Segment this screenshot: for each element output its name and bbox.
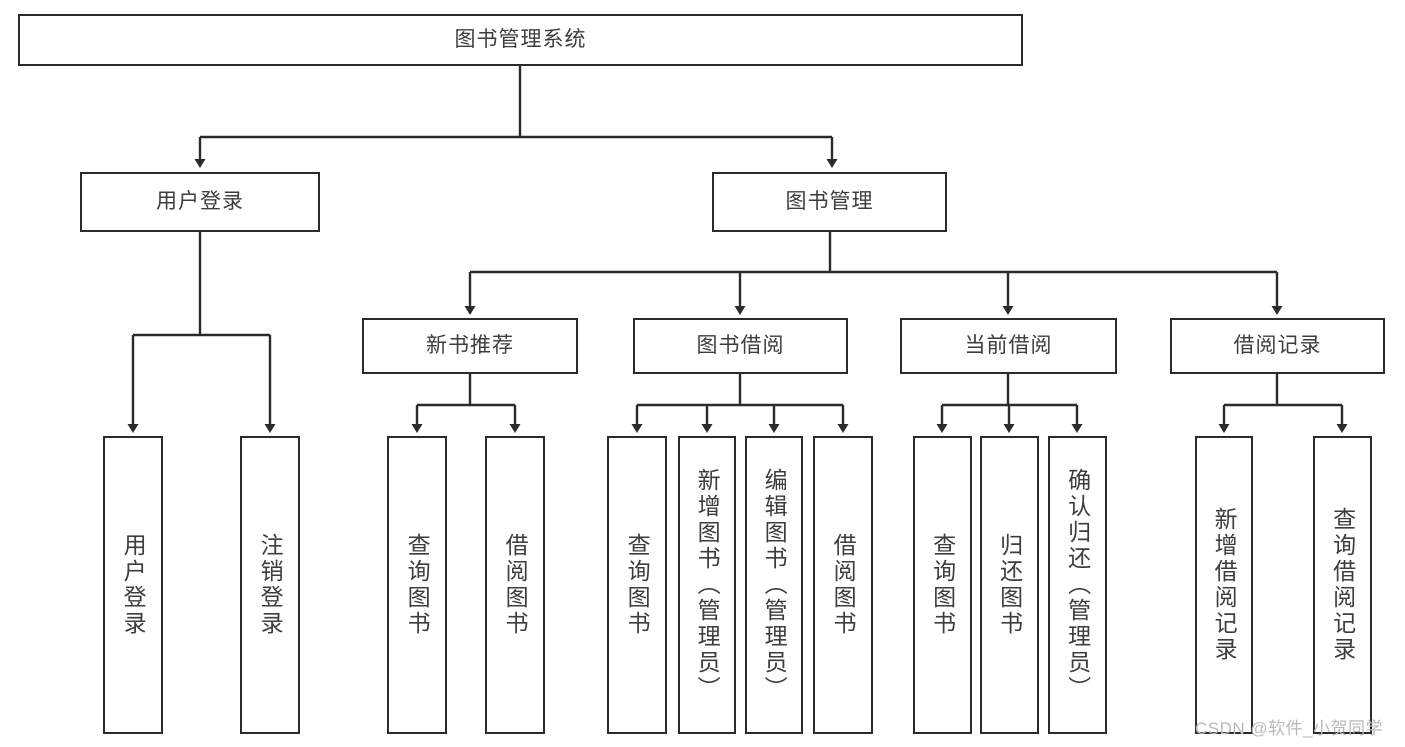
node-label: 图书管理系统: [454, 27, 587, 51]
node-label: 查询图书: [929, 533, 956, 637]
node-label: 用户登录: [156, 189, 244, 213]
node-label: 新书推荐: [426, 333, 514, 357]
node-label: 新增借阅记录: [1211, 507, 1238, 663]
node-label: 新增图书（管理员）: [694, 468, 721, 702]
node-label: 查询图书: [404, 533, 431, 637]
node-label: 确认归还（管理员）: [1064, 468, 1091, 702]
leaf-return-book[interactable]: 归还图书: [980, 436, 1039, 734]
node-label: 编辑图书（管理员）: [761, 468, 788, 702]
node-book-borrow[interactable]: 图书借阅: [633, 318, 848, 374]
node-new-book-recommend[interactable]: 新书推荐: [362, 318, 578, 374]
node-label: 当前借阅: [964, 333, 1053, 357]
node-label: 图书借阅: [696, 333, 785, 357]
node-label: 用户登录: [120, 533, 147, 637]
node-label: 查询借阅记录: [1329, 507, 1356, 663]
node-root[interactable]: 图书管理系统: [18, 14, 1023, 66]
node-label: 借阅图书: [830, 533, 857, 637]
node-label: 归还图书: [996, 533, 1023, 637]
leaf-query-borrow-record[interactable]: 查询借阅记录: [1313, 436, 1372, 734]
node-label: 图书管理: [785, 189, 874, 213]
leaf-query-book-borrow[interactable]: 查询图书: [607, 436, 667, 734]
leaf-query-book-current[interactable]: 查询图书: [913, 436, 972, 734]
node-borrow-records[interactable]: 借阅记录: [1170, 318, 1385, 374]
node-user-login[interactable]: 用户登录: [80, 172, 320, 232]
node-label: 注销登录: [257, 533, 284, 637]
leaf-add-borrow-record[interactable]: 新增借阅记录: [1195, 436, 1253, 734]
leaf-confirm-return-admin[interactable]: 确认归还（管理员）: [1048, 436, 1107, 734]
leaf-borrow-book[interactable]: 借阅图书: [813, 436, 873, 734]
leaf-add-book-admin[interactable]: 新增图书（管理员）: [678, 436, 736, 734]
csdn-watermark: CSDN @软件_小贺同学: [1195, 719, 1384, 738]
leaf-query-book-rec[interactable]: 查询图书: [387, 436, 447, 734]
leaf-borrow-book-rec[interactable]: 借阅图书: [485, 436, 545, 734]
node-book-management[interactable]: 图书管理: [712, 172, 947, 232]
node-current-borrow[interactable]: 当前借阅: [900, 318, 1117, 374]
leaf-edit-book-admin[interactable]: 编辑图书（管理员）: [745, 436, 803, 734]
leaf-logout[interactable]: 注销登录: [240, 436, 300, 734]
leaf-user-login[interactable]: 用户登录: [103, 436, 163, 734]
node-label: 借阅记录: [1233, 333, 1322, 357]
node-label: 借阅图书: [502, 533, 529, 637]
node-label: 查询图书: [624, 533, 651, 637]
